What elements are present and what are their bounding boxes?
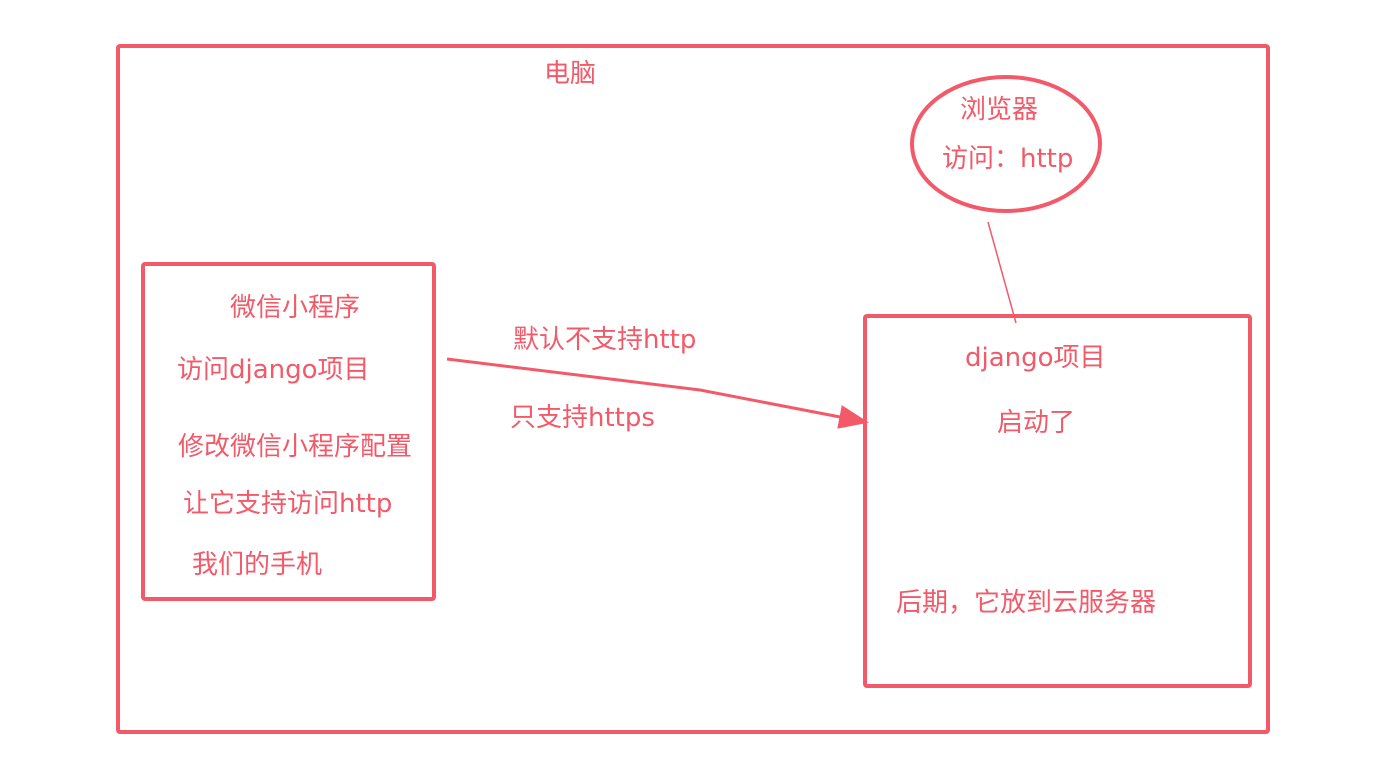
browser-access-text: 访问：http [942, 144, 1074, 174]
mini-program-line: 让它支持访问http [183, 489, 393, 519]
connection-label-top: 默认不支持http [513, 325, 697, 355]
django-project-box [863, 314, 1252, 688]
django-project-note: 后期，它放到云服务器 [896, 588, 1157, 618]
django-project-status: 启动了 [997, 408, 1076, 438]
mini-program-line: 我们的手机 [192, 550, 323, 580]
django-project-title: django项目 [965, 343, 1106, 373]
browser-to-django-line [987, 221, 1017, 324]
mini-program-line: 修改微信小程序配置 [178, 432, 413, 462]
browser-ellipse [910, 75, 1102, 213]
browser-title: 浏览器 [960, 95, 1039, 125]
mini-program-to-django-arrow [446, 357, 869, 429]
computer-box [116, 44, 1270, 734]
mini-program-line: 访问django项目 [177, 355, 370, 385]
mini-program-title: 微信小程序 [230, 293, 361, 323]
connection-label-bottom: 只支持https [510, 403, 655, 433]
mini-program-box [141, 262, 436, 601]
computer-label: 电脑 [544, 59, 597, 89]
